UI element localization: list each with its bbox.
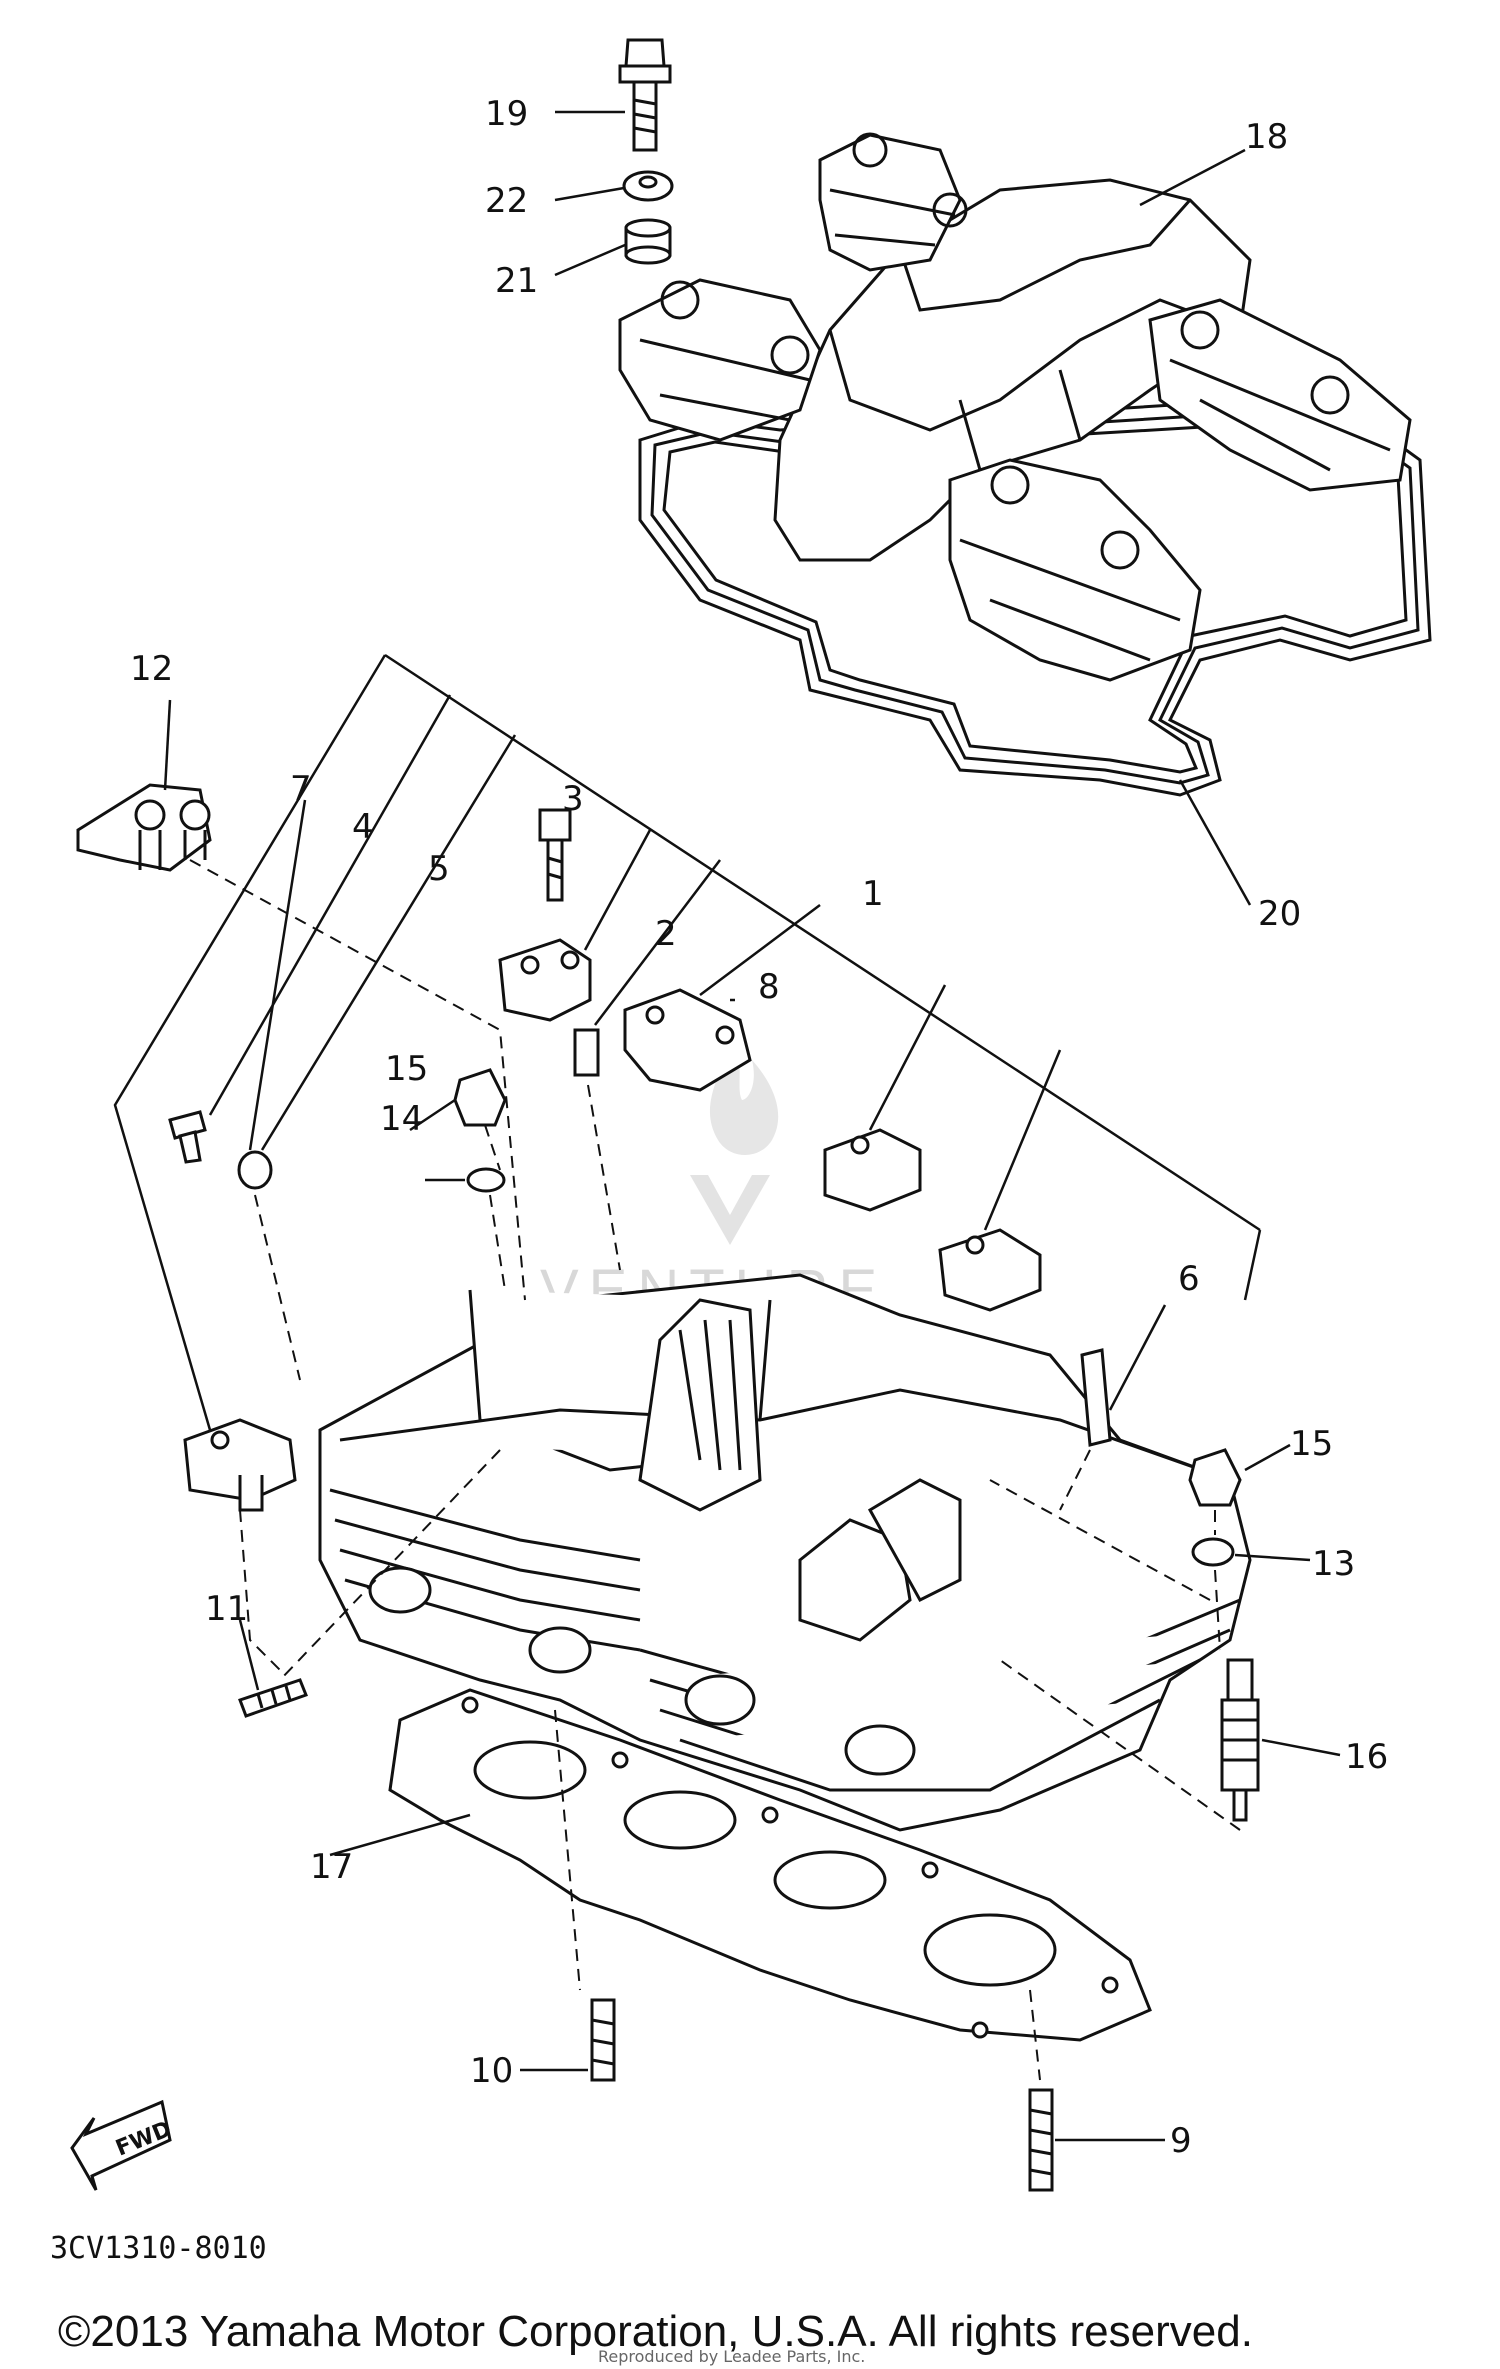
part-6-stud	[1080, 1348, 1112, 1447]
callout-8: 8	[758, 967, 780, 1007]
part-4-bolt	[168, 1110, 207, 1164]
cam-caps-and-small-parts	[76, 783, 1260, 2192]
callout-14: 14	[380, 1099, 423, 1139]
callout-10: 10	[470, 2051, 513, 2091]
part-13-washer	[1191, 1537, 1235, 1567]
part-5-washer	[237, 1150, 273, 1190]
copyright-text: ©2013 Yamaha Motor Corporation, U.S.A. A…	[58, 2307, 1253, 2356]
callout-20: 19	[485, 94, 528, 134]
callout-5: 5	[428, 849, 450, 889]
callout-7: 7	[290, 769, 312, 809]
head-gasket	[388, 1688, 1152, 2042]
valve-cover-assembly	[618, 132, 1432, 797]
callout-18: 18	[1245, 117, 1288, 157]
part-12-bracket	[76, 783, 212, 872]
callout-13: 13	[1312, 1544, 1355, 1584]
callout-6: 6	[1178, 1259, 1200, 1299]
part-15-nut-right	[1188, 1448, 1242, 1507]
callout-16: 16	[1345, 1737, 1388, 1777]
callout-9: 9	[1170, 2121, 1192, 2161]
callout-15-left: 15	[385, 1049, 428, 1089]
part-9-stud	[1028, 2088, 1054, 2192]
fwd-arrow-icon: FWD	[70, 2099, 175, 2191]
callout-21: 21	[495, 261, 538, 301]
callout-3: 3	[562, 779, 584, 819]
leader-lines	[163, 110, 1341, 2142]
part-3-bolt	[538, 808, 572, 902]
part-10-stud	[590, 1998, 616, 2082]
callout-11: 11	[205, 1589, 248, 1629]
bolt-20	[618, 38, 672, 152]
callout-19: 20	[1258, 894, 1301, 934]
callout-4: 4	[352, 807, 374, 847]
callout-2: 2	[655, 914, 677, 954]
reproduced-note: Reproduced by Leadee Parts, Inc.	[598, 2347, 865, 2366]
part-16-spark-plug	[1220, 1658, 1260, 1822]
cylinder-head	[318, 1273, 1252, 1832]
watermark-v-icon	[690, 1175, 770, 1245]
top-fasteners	[618, 38, 674, 265]
group-bracket-lines	[113, 653, 1262, 1431]
part-15-nut	[453, 1068, 507, 1127]
grommet-21	[624, 218, 672, 265]
part-2-dowel	[573, 1028, 600, 1077]
callout-1: 1	[862, 874, 884, 914]
callout-12: 12	[130, 649, 173, 689]
assembly-dashed-lines	[189, 859, 1241, 2081]
callouts: 19 22 21 18 20 12 7 4 5 3 2 1 8 15 14 6 …	[130, 94, 1388, 2161]
part-14-washer	[466, 1167, 506, 1193]
callout-17: 17	[310, 1847, 353, 1887]
callout-15-right: 15	[1290, 1424, 1333, 1464]
drawing-code: 3CV1310-8010	[50, 2231, 267, 2266]
callout-22: 22	[485, 181, 528, 221]
